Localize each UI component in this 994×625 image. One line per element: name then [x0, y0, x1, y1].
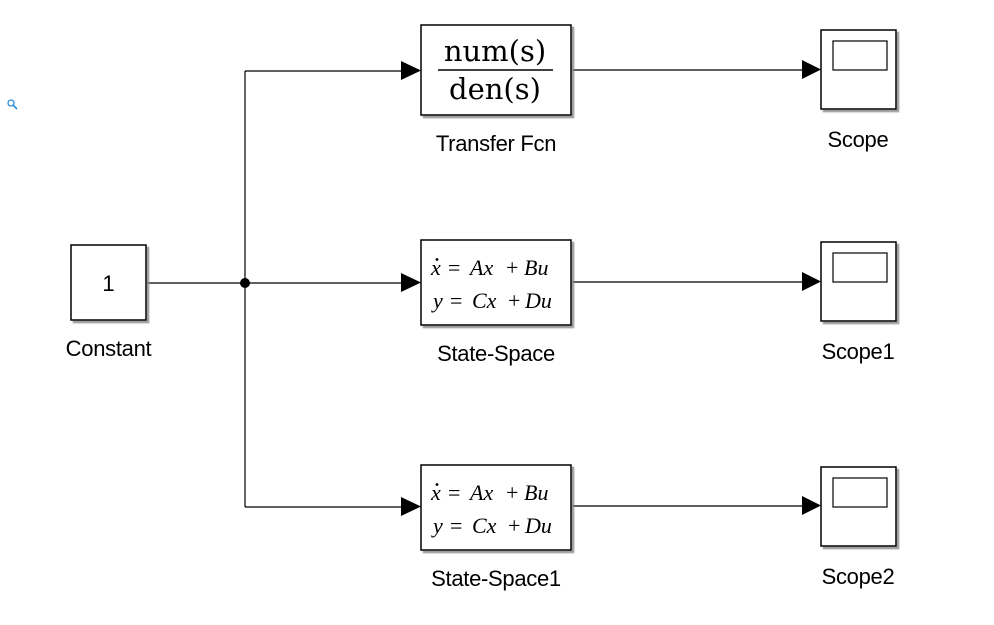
state-space1-eq1-equals: =: [448, 480, 460, 505]
transfer-fcn-block[interactable]: num(s) den(s): [420, 24, 572, 116]
arrow-head-state-space1-in: [401, 497, 421, 516]
state-space-eq1-term1: Ax: [468, 255, 493, 280]
state-space1-xdot-mark: [435, 483, 439, 486]
state-space1-eq1-plus: +: [506, 480, 518, 505]
arrow-head-transfer-fcn-in: [401, 61, 421, 80]
scope1-block-label[interactable]: Scope1: [822, 339, 895, 364]
state-space-block[interactable]: x = Ax + Bu y = Cx + Du: [420, 239, 572, 326]
state-space1-eq2-term2: Du: [524, 513, 552, 538]
constant-block[interactable]: 1: [70, 244, 147, 321]
state-space-xdot-mark: [435, 258, 439, 261]
scope1-screen-icon: [832, 252, 888, 283]
branch-point[interactable]: [240, 278, 250, 288]
state-space-eq2-lhs: y: [431, 288, 443, 313]
scope1-block[interactable]: [820, 241, 897, 322]
state-space-eq1-term2: Bu: [524, 255, 548, 280]
state-space-eq1-lhs: x: [430, 255, 441, 280]
state-space-eq2-equals: =: [450, 288, 462, 313]
state-space1-block-label[interactable]: State-Space1: [431, 566, 561, 591]
transfer-fcn-block-label[interactable]: Transfer Fcn: [436, 131, 557, 156]
state-space1-eq1-term2: Bu: [524, 480, 548, 505]
scope2-block-label[interactable]: Scope2: [822, 564, 895, 589]
arrow-head-scope-in: [802, 60, 821, 79]
arrow-head-scope2-in: [802, 496, 821, 515]
arrow-head-scope1-in: [802, 272, 821, 291]
constant-block-label[interactable]: Constant: [66, 336, 152, 361]
arrow-head-state-space-in: [401, 273, 421, 292]
transfer-fcn-numerator: num(s): [444, 34, 546, 68]
magnifier-icon[interactable]: [7, 99, 18, 110]
scope2-block[interactable]: [820, 466, 897, 547]
scope-screen-icon: [832, 40, 888, 71]
state-space1-eq1-term1: Ax: [468, 480, 493, 505]
state-space-eq1-plus: +: [506, 255, 518, 280]
scope-block[interactable]: [820, 29, 897, 110]
state-space1-eq2-lhs: y: [431, 513, 443, 538]
state-space-eq2-plus: +: [508, 288, 520, 313]
state-space1-eq2-plus: +: [508, 513, 520, 538]
state-space1-eq2-term1: Cx: [472, 513, 497, 538]
scope2-screen-icon: [832, 477, 888, 508]
state-space1-eq2-equals: =: [450, 513, 462, 538]
constant-value: 1: [102, 271, 114, 296]
state-space1-block[interactable]: x = Ax + Bu y = Cx + Du: [420, 464, 572, 551]
state-space-eq2-term1: Cx: [472, 288, 497, 313]
state-space-eq1-equals: =: [448, 255, 460, 280]
state-space-eq2-term2: Du: [524, 288, 552, 313]
state-space1-eq1-lhs: x: [430, 480, 441, 505]
state-space-block-label[interactable]: State-Space: [437, 341, 555, 366]
scope-block-label[interactable]: Scope: [828, 127, 889, 152]
transfer-fcn-denominator: den(s): [449, 72, 541, 106]
